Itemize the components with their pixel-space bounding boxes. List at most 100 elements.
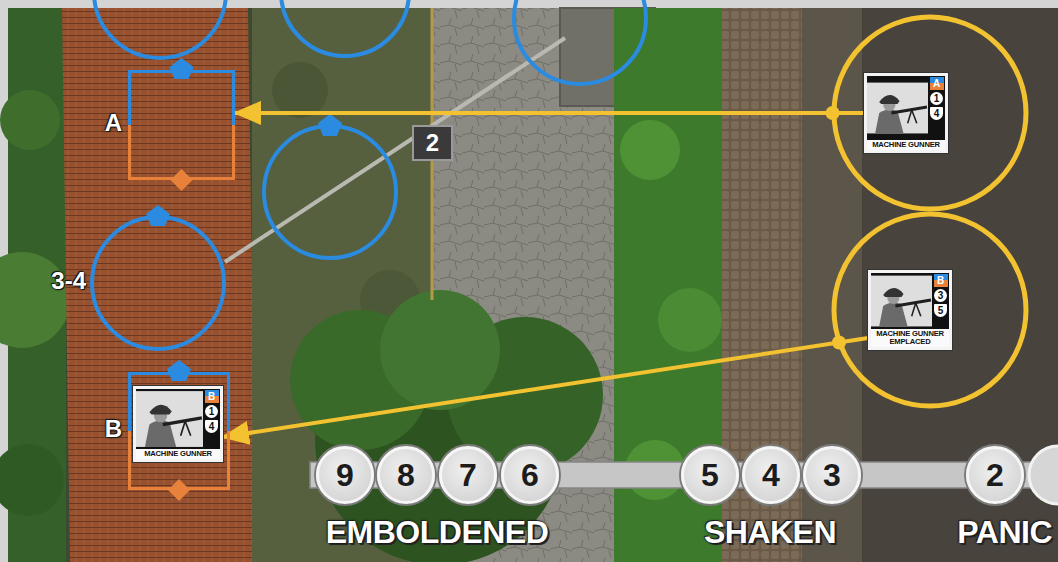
firepower-number: 1: [205, 405, 218, 418]
soldier-helmet: [879, 95, 899, 104]
facing-diamond: [168, 479, 190, 501]
soldier-helmet: [149, 405, 171, 415]
defense-number: 4: [205, 420, 218, 433]
position-circle: [94, 0, 226, 58]
defense-number: 4: [930, 107, 943, 120]
tree-crown: [380, 290, 500, 410]
position-circle: [90, 215, 226, 351]
firepower-number: 1: [930, 92, 943, 105]
morale-track-circle: 6: [501, 446, 559, 504]
counter-name-strip: MACHINE GUNNER EMPLACED: [871, 329, 949, 347]
position-label-holder: 3-4: [34, 267, 86, 295]
position-slot: BB 1 4 MACHINE GUNNER: [128, 372, 230, 490]
morale-track-circle: 5: [681, 446, 739, 504]
morale-number: 4: [762, 459, 780, 491]
unit-letter-badge: B: [205, 390, 219, 403]
position-label-holder: B: [96, 415, 122, 443]
morale-number: 3: [823, 459, 841, 491]
bush: [0, 90, 60, 150]
counter-stats: B 1 4: [204, 390, 219, 433]
unit-counter: B 1 4MACHINE GUNNER: [133, 386, 223, 462]
defense-number: 5: [934, 304, 947, 317]
position-circle: [281, 0, 409, 56]
highlight-ring: [834, 214, 1026, 406]
unit-name: MACHINE GUNNER: [868, 141, 944, 149]
unit-counter: B35MACHINE GUNNER EMPLACED: [868, 270, 952, 350]
machine-gun: [895, 300, 931, 306]
position-slot: A: [128, 70, 235, 180]
facing-pentagon: [170, 58, 194, 79]
gun-bipod: [912, 303, 916, 316]
track-zone-holder: EMBOLDENED: [326, 514, 549, 551]
morale-zone-label: SHAKEN: [704, 514, 836, 550]
morale-number: 5: [701, 459, 719, 491]
soldier-helmet: [883, 288, 903, 297]
gun-bipod: [185, 421, 191, 436]
range-number: 2: [426, 131, 439, 155]
morale-number: 7: [459, 459, 477, 491]
photo-ground: [136, 391, 203, 447]
morale-track-circle: 2: [966, 446, 1024, 504]
counter-stats: B35: [933, 274, 948, 317]
position-circle: [514, 0, 646, 84]
track-circle: [1029, 446, 1058, 504]
unit-letter-badge: B: [934, 274, 948, 287]
track-zone-holder: SHAKEN: [704, 514, 836, 551]
callout-arrow: [235, 111, 864, 115]
morale-number: 8: [397, 459, 415, 491]
unit-letter-badge: A: [930, 77, 944, 90]
morale-number: 6: [521, 459, 539, 491]
morale-track-circle: 9: [316, 446, 374, 504]
counter-name-strip: MACHINE GUNNER: [136, 449, 220, 459]
position-ring: [92, 217, 224, 349]
facing-pentagon: [167, 360, 191, 381]
soldier-picture: [871, 273, 932, 329]
track-zone-holder: PANIC: [957, 514, 1052, 551]
position-label: B: [105, 415, 122, 442]
hedge-leaves: [658, 288, 722, 352]
counter-photo: [871, 273, 932, 329]
morale-number: 9: [336, 459, 354, 491]
bush: [0, 252, 70, 348]
position-label: 3-4: [51, 267, 86, 294]
slot-front-edge: [130, 72, 234, 126]
arrow-origin-dot: [832, 335, 846, 349]
position-circle: [264, 126, 396, 258]
morale-track-circle: 3: [803, 446, 861, 504]
slot-outline: [128, 70, 235, 180]
facing-pentagon: [146, 205, 170, 226]
morale-track-circle: 4: [742, 446, 800, 504]
line-of-sight: [225, 38, 565, 262]
map-ground: [8, 8, 1058, 562]
soldier-picture: [136, 389, 203, 449]
wall: [802, 8, 862, 562]
gun-bipod: [181, 421, 185, 436]
morale-number: 2: [986, 459, 1004, 491]
range-marker: 2: [412, 125, 453, 161]
unit-name: MACHINE GUNNER EMPLACED: [872, 330, 948, 346]
bush: [0, 444, 64, 516]
morale-track-circle: 7: [439, 446, 497, 504]
morale-zone-label: PANIC: [957, 514, 1052, 550]
grass-patch: [272, 62, 328, 118]
gun-bipod: [908, 110, 912, 123]
facing-pentagon: [318, 114, 342, 136]
position-circle: 3-4: [90, 215, 226, 351]
machine-gun: [891, 107, 927, 113]
grass: [252, 8, 432, 562]
callout-arrow: [223, 338, 868, 437]
soldier-picture: [867, 76, 928, 140]
hedge-leaves: [620, 120, 680, 180]
counter-name-strip: MACHINE GUNNER: [867, 140, 945, 150]
arrow-origin-dot: [826, 106, 840, 120]
morale-zone-label: EMBOLDENED: [326, 514, 549, 550]
roof: [62, 8, 256, 562]
photo-ground: [867, 83, 928, 134]
tree: [290, 290, 603, 562]
position-label: A: [105, 109, 122, 136]
unit-counter: A 1 4MACHINE GUNNER: [864, 73, 948, 153]
unit-name: MACHINE GUNNER: [137, 450, 219, 458]
facing-diamond: [171, 169, 193, 191]
photo-ground: [871, 276, 932, 327]
